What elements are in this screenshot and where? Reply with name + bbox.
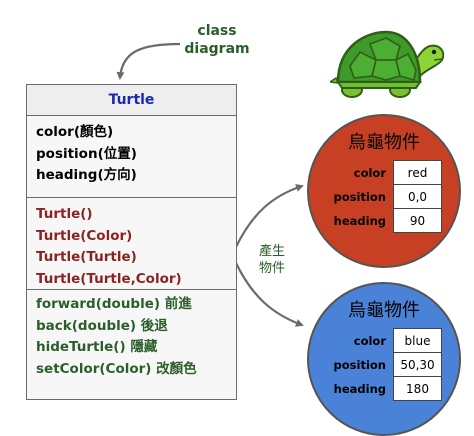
field-value: 50,30 (393, 352, 442, 377)
object-fields-table: color red position 0,0 heading 90 (330, 160, 442, 233)
attribute-item: position(位置) (36, 145, 137, 162)
field-row: position 50,30 (330, 352, 442, 377)
field-row: position 0,0 (330, 184, 442, 209)
constructors-section: Turtle() Turtle(Color) Turtle(Turtle) Tu… (27, 198, 236, 290)
field-row: heading 90 (330, 208, 442, 233)
field-name: heading (333, 381, 386, 396)
object-title: 烏龜物件 (348, 300, 420, 321)
field-row: color red (330, 160, 442, 185)
field-row: heading 180 (330, 376, 442, 401)
attribute-item: heading(方向) (36, 167, 137, 183)
field-value: red (393, 160, 442, 185)
constructor-item: Turtle(Turtle) (36, 249, 137, 265)
attribute-item: color(顏色) (36, 124, 114, 140)
field-name: heading (333, 213, 386, 228)
field-value: 90 (393, 208, 442, 233)
turtle-object-blue: 烏龜物件 color blue position 50,30 heading 1… (307, 282, 461, 436)
produce-arrow-1 (235, 184, 304, 248)
uml-class-box: Turtle color(顏色) position(位置) heading(方向… (26, 84, 237, 400)
method-item: back(double) 後退 (36, 317, 168, 334)
method-item: hideTurtle() 隱藏 (36, 339, 158, 355)
field-value: 0,0 (393, 184, 442, 209)
field-value: blue (393, 328, 442, 353)
methods-section: forward(double) 前進 back(double) 後退 hideT… (27, 290, 236, 399)
field-name: color (353, 333, 386, 348)
constructor-item: Turtle(Turtle,Color) (36, 270, 182, 287)
produce-objects-label: 產生 物件 (258, 244, 285, 276)
attributes-section: color(顏色) position(位置) heading(方向) (27, 116, 236, 198)
class-name: Turtle (27, 85, 236, 116)
field-name: color (353, 165, 386, 180)
field-value: 180 (393, 376, 442, 401)
object-fields-table: color blue position 50,30 heading 180 (330, 328, 442, 401)
method-item: setColor(Color) 改顏色 (36, 360, 197, 377)
field-name: position (333, 357, 386, 372)
caption-class-diagram: class diagram (184, 23, 250, 57)
constructor-item: Turtle() (36, 206, 93, 222)
turtle-icon (330, 30, 445, 98)
turtle-object-red: 烏龜物件 color red position 0,0 heading 90 (307, 114, 461, 268)
caption-arrow (116, 42, 181, 80)
method-item: forward(double) 前進 (36, 296, 192, 312)
field-row: color blue (330, 328, 442, 353)
object-title: 烏龜物件 (348, 132, 420, 153)
constructor-item: Turtle(Color) (36, 227, 133, 244)
field-name: position (333, 189, 386, 204)
